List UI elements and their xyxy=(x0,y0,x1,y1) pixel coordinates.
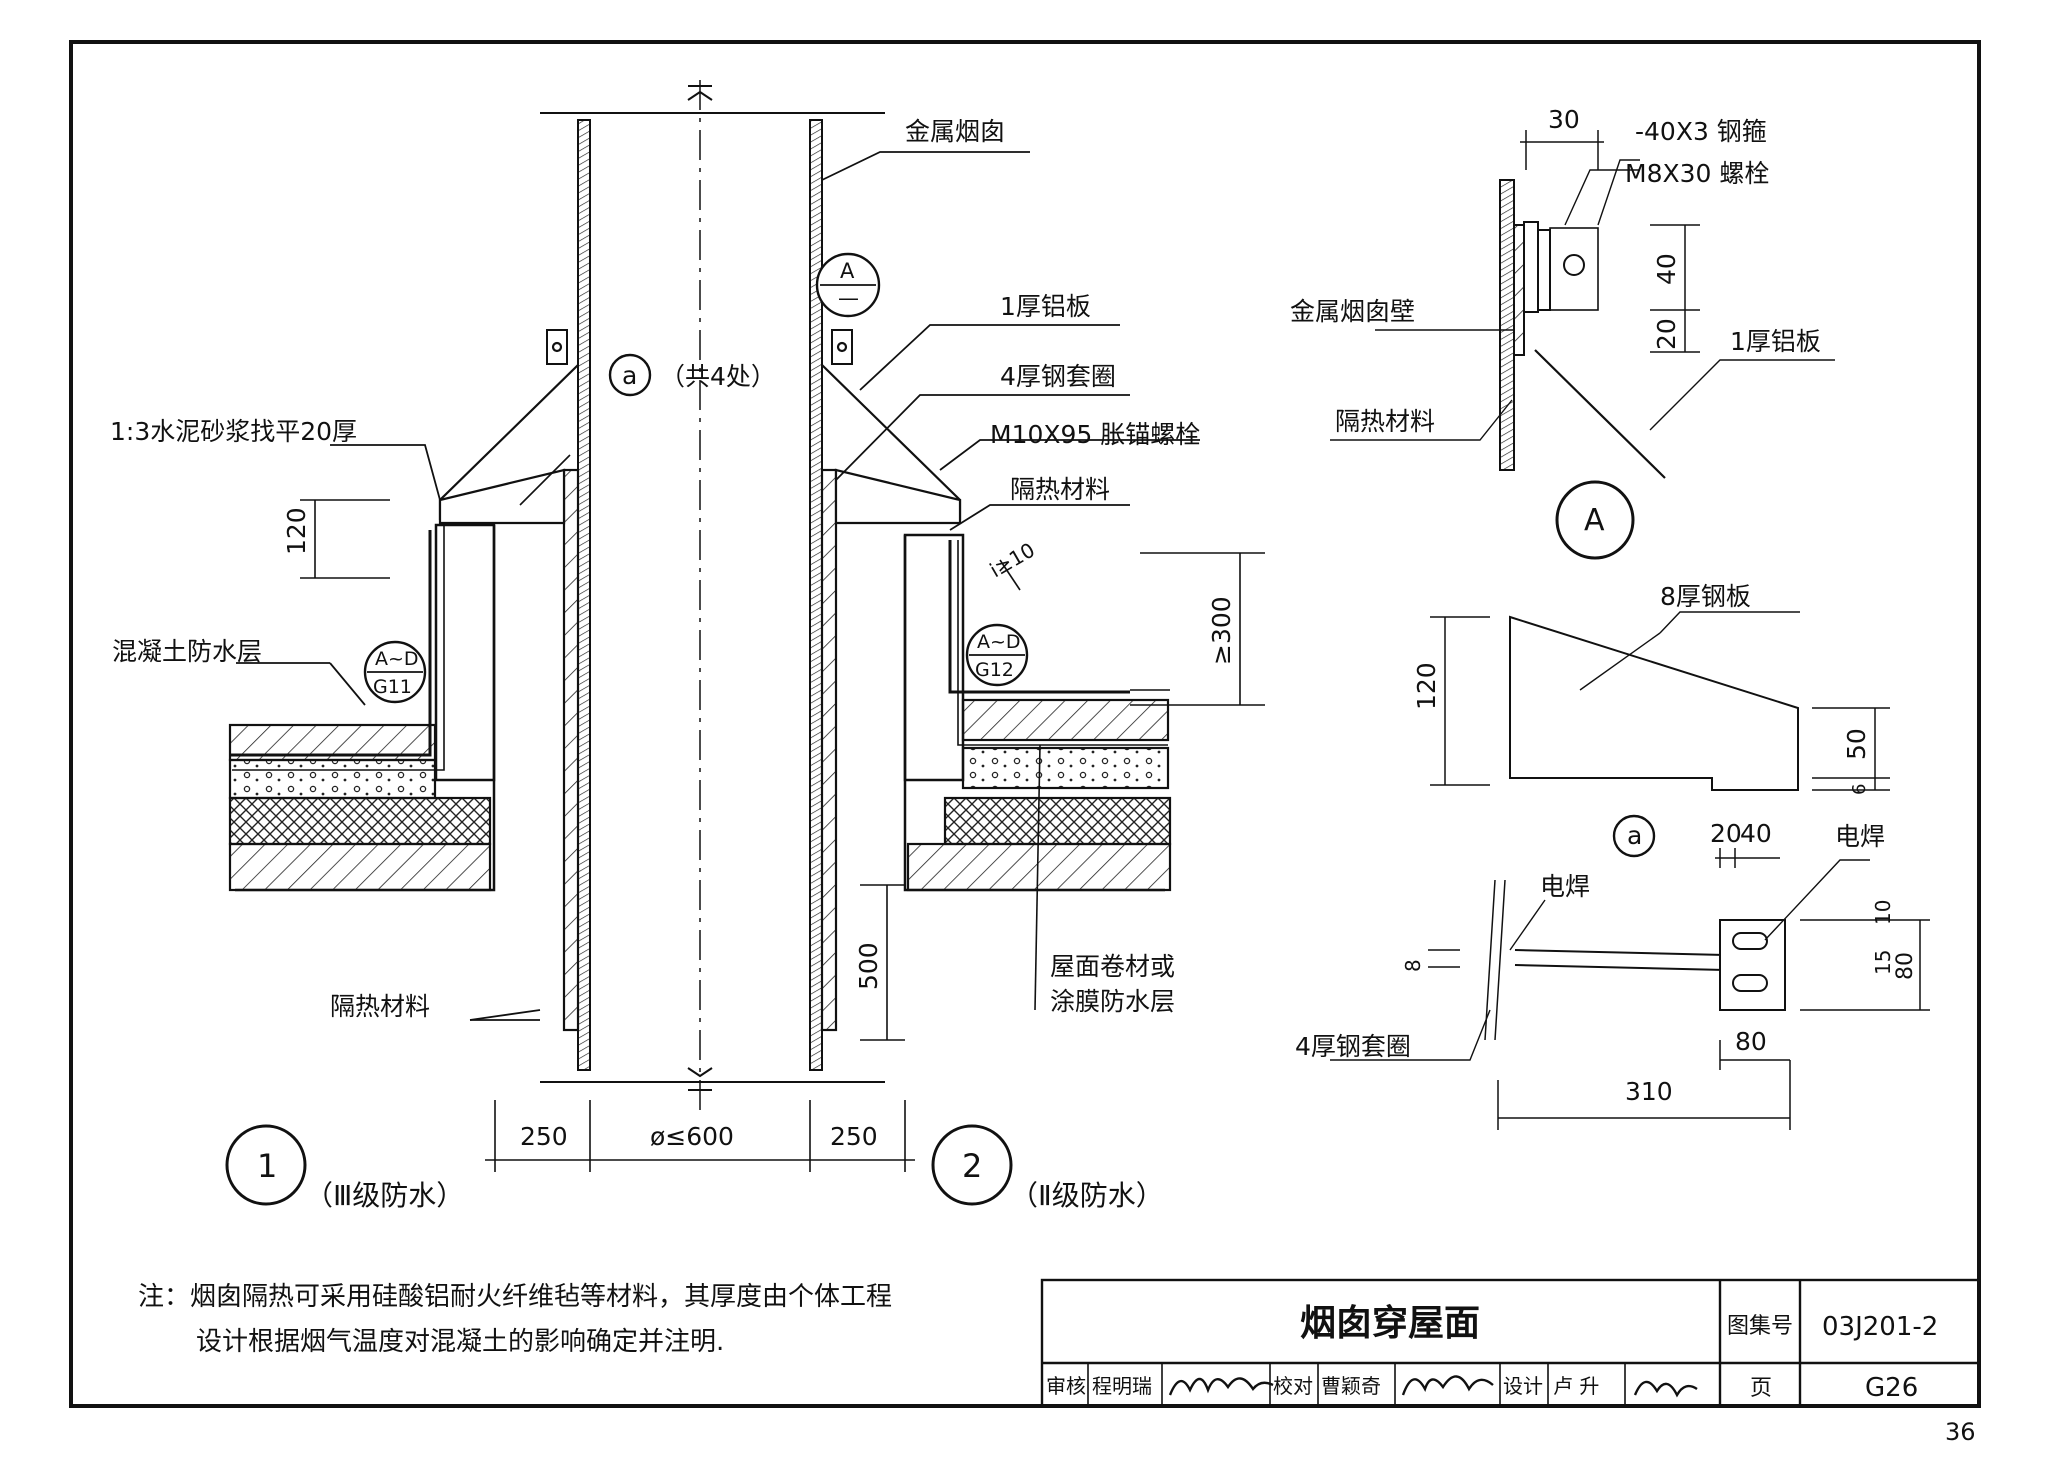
check-label: 校对 xyxy=(1273,1374,1313,1398)
dim-250-right: 250 xyxy=(830,1122,878,1151)
deta-dim-50: 50 xyxy=(1842,728,1871,760)
atlas-number: 03J201-2 xyxy=(1822,1312,1938,1342)
deta-dim-120: 120 xyxy=(1412,662,1441,710)
drawing-title: 烟囱穿屋面 xyxy=(1300,1303,1480,1344)
deta-dim-310: 310 xyxy=(1625,1077,1673,1106)
deta-sleeve: 4厚钢套圈 xyxy=(1295,1032,1411,1061)
label-anchor-bolt: M10X95 胀锚螺栓 xyxy=(990,420,1200,449)
design-label: 设计 xyxy=(1503,1374,1543,1398)
review-label: 审核 xyxy=(1046,1374,1086,1398)
callout-A-bottom: — xyxy=(838,286,859,310)
fig1-number: 1 xyxy=(257,1147,277,1185)
callout-g11-top: A~D xyxy=(375,648,419,670)
page-number: 36 xyxy=(1945,1418,1976,1446)
detA-dim-20: 20 xyxy=(1652,318,1681,350)
dim-120: 120 xyxy=(282,507,311,555)
title-block xyxy=(1040,1278,1981,1408)
deta-weld-left: 电焊 xyxy=(1540,872,1590,901)
label-metal-chimney: 金属烟囱 xyxy=(905,117,1005,146)
label-qty-four: （共4处） xyxy=(660,362,776,391)
deta-title: a xyxy=(1627,821,1642,850)
deta-dim-40: 40 xyxy=(1740,819,1772,848)
dimension-lines xyxy=(300,499,1265,1172)
dim-250-left: 250 xyxy=(520,1122,568,1151)
label-alum-plate: 1厚铝板 xyxy=(1000,292,1091,321)
note-line-2: 设计根据烟气温度对混凝土的影响确定并注明. xyxy=(196,1327,724,1357)
callout-A-top: A xyxy=(840,259,855,283)
label-steel-sleeve: 4厚钢套圈 xyxy=(1000,362,1116,391)
page-label: 页 xyxy=(1750,1376,1772,1401)
callout-a-small: a xyxy=(622,361,637,390)
detA-insulation: 隔热材料 xyxy=(1335,407,1435,436)
fig2-number: 2 xyxy=(962,1147,982,1185)
label-insulation-lower: 隔热材料 xyxy=(330,992,430,1021)
deta-dim-6: 6 xyxy=(1849,784,1870,795)
deta-dim-20: 20 xyxy=(1710,819,1742,848)
note-line-1: 注：烟囱隔热可采用硅酸铝耐火纤维毡等材料，其厚度由个体工程 xyxy=(138,1282,892,1312)
deta-dim-80v: 80 xyxy=(1893,952,1918,980)
detail-a-drawing xyxy=(1330,611,1930,1130)
detA-bolt: M8X30 螺栓 xyxy=(1625,159,1769,188)
deta-dim-10: 10 xyxy=(1871,900,1895,925)
label-roof-membrane-1: 屋面卷材或 xyxy=(1050,952,1175,981)
deta-weld-right: 电焊 xyxy=(1835,822,1885,851)
deta-dim-80h: 80 xyxy=(1735,1027,1767,1056)
label-concrete-waterproof: 混凝土防水层 xyxy=(112,637,262,666)
leaders-top xyxy=(821,151,1200,531)
detA-title: A xyxy=(1584,503,1605,538)
detail-1 xyxy=(228,329,580,1032)
deta-dim-15: 15 xyxy=(1871,950,1895,975)
callout-g12-bottom: G12 xyxy=(975,659,1014,681)
designer-name: 卢 升 xyxy=(1553,1374,1599,1398)
dim-500: 500 xyxy=(854,942,883,990)
callout-g11-bottom: G11 xyxy=(373,676,412,698)
detA-dim-30: 30 xyxy=(1548,105,1580,134)
detA-dim-40: 40 xyxy=(1652,253,1681,285)
reviewer-name: 程明瑞 xyxy=(1092,1374,1152,1398)
dim-600: ø≤600 xyxy=(650,1122,734,1151)
detail-2 xyxy=(820,329,1172,1032)
callouts xyxy=(225,252,1029,1206)
detA-alum: 1厚铝板 xyxy=(1730,327,1821,356)
dim-300: ≥300 xyxy=(1207,596,1236,665)
fig1-caption: （Ⅲ级防水） xyxy=(305,1179,464,1212)
label-roof-membrane-2: 涂膜防水层 xyxy=(1050,987,1175,1016)
detA-wall: 金属烟囱壁 xyxy=(1290,297,1415,326)
deta-dim-8: 8 xyxy=(1401,959,1425,972)
detA-steel-hoop: -40X3 钢箍 xyxy=(1635,117,1767,146)
atlas-label: 图集号 xyxy=(1727,1314,1793,1339)
sheet-border xyxy=(69,40,1981,1408)
label-insulation-upper: 隔热材料 xyxy=(1010,475,1110,504)
dim-slope: i≥10 xyxy=(986,538,1039,583)
label-mortar: 1:3水泥砂浆找平20厚 xyxy=(110,417,357,446)
detail-A-drawing xyxy=(1330,130,1835,560)
page-code: G26 xyxy=(1865,1373,1918,1403)
checker-name: 曹颖奇 xyxy=(1321,1374,1381,1398)
callout-g12-top: A~D xyxy=(977,631,1021,653)
deta-plate: 8厚钢板 xyxy=(1660,582,1751,611)
fig2-caption: （Ⅱ级防水） xyxy=(1010,1179,1164,1212)
signatures xyxy=(1168,1375,1698,1398)
